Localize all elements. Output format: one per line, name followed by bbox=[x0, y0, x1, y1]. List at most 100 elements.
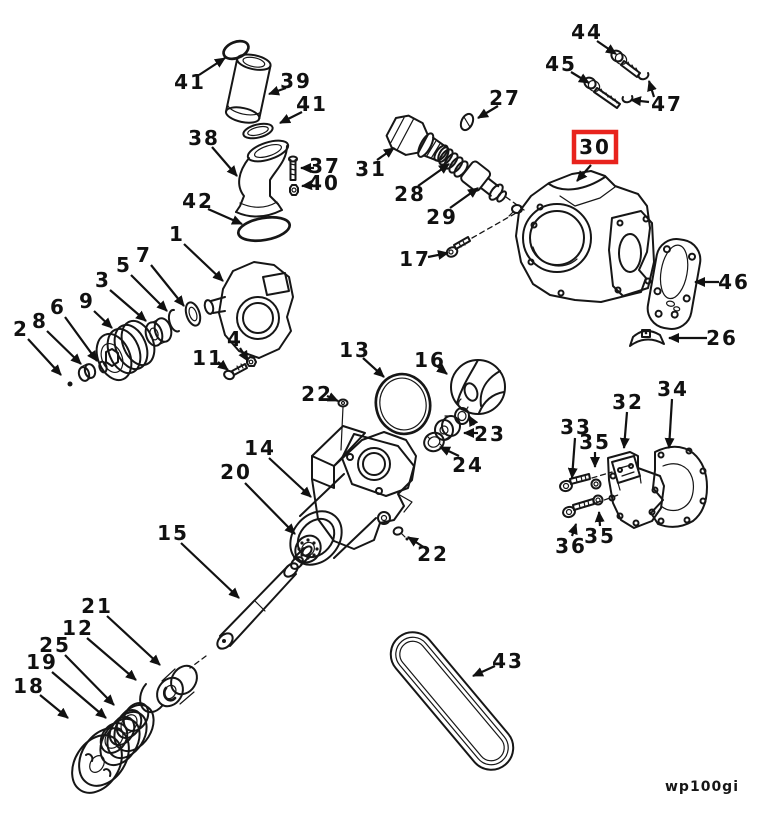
part-22-bolt-left-drawing bbox=[337, 398, 349, 451]
callout-arrow-29 bbox=[449, 187, 479, 209]
part-29-plunger-drawing bbox=[460, 160, 525, 211]
callout-label-22-20[interactable]: 22 bbox=[301, 382, 333, 406]
callout-label-35-35[interactable]: 35 bbox=[584, 524, 616, 548]
callout-label-34-33[interactable]: 34 bbox=[657, 377, 689, 401]
callout-label-30-29[interactable]: 30 bbox=[579, 135, 611, 159]
part-32-cover-plate-drawing bbox=[607, 451, 665, 529]
part-4-nut-drawing bbox=[246, 356, 257, 367]
callout-arrow-28 bbox=[417, 163, 450, 187]
callout-arrow-25 bbox=[64, 654, 115, 706]
callout-label-3-2[interactable]: 3 bbox=[95, 268, 111, 292]
part-43-belt-drawing bbox=[389, 631, 515, 771]
callout-arrow-45 bbox=[570, 71, 590, 84]
callout-arrow-39 bbox=[268, 85, 287, 96]
callout-arrow-17 bbox=[427, 250, 449, 260]
callout-label-37-37[interactable]: 37 bbox=[309, 154, 341, 178]
callout-label-22-21[interactable]: 22 bbox=[417, 542, 449, 566]
callout-label-27-26[interactable]: 27 bbox=[489, 86, 521, 110]
callout-label-41-42[interactable]: 41 bbox=[296, 92, 328, 116]
callout-label-36-36[interactable]: 36 bbox=[555, 534, 587, 558]
callout-arrow-3 bbox=[109, 289, 147, 322]
callout-label-18-16[interactable]: 18 bbox=[13, 674, 45, 698]
callout-label-5-4[interactable]: 5 bbox=[116, 253, 132, 277]
callout-label-25-24[interactable]: 25 bbox=[39, 633, 71, 657]
part-13-oring-drawing bbox=[374, 372, 432, 436]
part-35-washers-drawing bbox=[590, 478, 604, 506]
callout-label-28-27[interactable]: 28 bbox=[394, 182, 426, 206]
callout-arrow-32 bbox=[619, 411, 630, 449]
callout-label-2-1[interactable]: 2 bbox=[13, 317, 29, 341]
callout-label-8-7[interactable]: 8 bbox=[32, 309, 48, 333]
callout-arrow-22 bbox=[407, 536, 426, 549]
callout-label-14-12[interactable]: 14 bbox=[244, 436, 276, 460]
callout-arrow-8 bbox=[46, 330, 82, 365]
callout-label-33-32[interactable]: 33 bbox=[560, 415, 592, 439]
part-27-washer-drawing bbox=[459, 112, 475, 132]
part-37-stud-drawing bbox=[288, 155, 298, 181]
part-22-bolt-right-drawing bbox=[392, 526, 409, 541]
callout-label-39-39[interactable]: 39 bbox=[280, 69, 312, 93]
part-46-gasket-drawing bbox=[646, 238, 702, 330]
callout-arrow-13 bbox=[362, 357, 385, 378]
callout-arrow-44 bbox=[596, 40, 617, 55]
callout-label-23-22[interactable]: 23 bbox=[474, 422, 506, 446]
part-5-snap-ring-drawing bbox=[167, 308, 180, 333]
callout-arrow-47 bbox=[647, 80, 657, 98]
callout-arrow-15 bbox=[180, 542, 240, 599]
callout-label-32-31[interactable]: 32 bbox=[612, 390, 644, 414]
callout-label-31-30[interactable]: 31 bbox=[355, 157, 387, 181]
callout-label-1-0[interactable]: 1 bbox=[169, 222, 185, 246]
part-41-oring-top-drawing bbox=[222, 39, 250, 61]
part-14-pump-body-drawing bbox=[289, 425, 417, 566]
watermark-text: wp100gi bbox=[665, 779, 739, 795]
part-47-clips-drawing bbox=[621, 72, 650, 104]
part-30-housing-drawing bbox=[508, 170, 655, 303]
callout-arrow-1 bbox=[183, 243, 224, 282]
callout-arrow-23 bbox=[468, 415, 479, 428]
callout-label-26-25[interactable]: 26 bbox=[706, 326, 738, 350]
callout-arrow-21 bbox=[106, 615, 161, 666]
callout-label-19-17[interactable]: 19 bbox=[26, 650, 58, 674]
callout-arrow-47 bbox=[630, 96, 650, 107]
part-1-bracket-drawing bbox=[203, 261, 294, 359]
callout-label-46-47[interactable]: 46 bbox=[718, 270, 750, 294]
callout-label-13-11[interactable]: 13 bbox=[339, 338, 371, 362]
callout-label-47-48[interactable]: 47 bbox=[651, 92, 683, 116]
callout-label-38-38[interactable]: 38 bbox=[188, 126, 220, 150]
highlight-box-part-30 bbox=[571, 129, 619, 165]
callout-label-11-9[interactable]: 11 bbox=[192, 346, 224, 370]
callout-label-29-28[interactable]: 29 bbox=[426, 205, 458, 229]
callout-arrow-40 bbox=[301, 180, 314, 191]
callout-label-40-40[interactable]: 40 bbox=[308, 171, 340, 195]
callout-arrow-31 bbox=[376, 147, 395, 161]
callout-label-20-18[interactable]: 20 bbox=[220, 460, 252, 484]
part-45-bolt-drawing bbox=[583, 76, 621, 109]
callout-label-17-15[interactable]: 17 bbox=[399, 247, 431, 271]
drawing-layer bbox=[67, 39, 708, 794]
callout-label-44-45[interactable]: 44 bbox=[571, 20, 603, 44]
callout-label-41-41[interactable]: 41 bbox=[174, 70, 206, 94]
callout-label-24-23[interactable]: 24 bbox=[452, 453, 484, 477]
callout-arrow-18 bbox=[39, 694, 69, 719]
callout-label-43-44[interactable]: 43 bbox=[492, 649, 524, 673]
callout-label-42-43[interactable]: 42 bbox=[182, 189, 214, 213]
callout-label-35-34[interactable]: 35 bbox=[579, 430, 611, 454]
callout-label-15-13[interactable]: 15 bbox=[157, 521, 189, 545]
callout-label-6-5[interactable]: 6 bbox=[50, 295, 66, 319]
part-18-pulley-drawing bbox=[71, 703, 155, 794]
callout-label-45-46[interactable]: 45 bbox=[545, 52, 577, 76]
callout-label-12-10[interactable]: 12 bbox=[62, 616, 94, 640]
callout-label-4-3[interactable]: 4 bbox=[227, 327, 243, 351]
callout-arrow-42 bbox=[207, 207, 243, 226]
callout-arrow-12 bbox=[86, 637, 137, 681]
part-8-cap-drawing bbox=[77, 363, 97, 382]
part-26-clip-drawing bbox=[629, 329, 665, 347]
callout-label-7-6[interactable]: 7 bbox=[136, 243, 152, 267]
callout-arrow-41 bbox=[279, 111, 303, 124]
callout-label-21-19[interactable]: 21 bbox=[81, 594, 113, 618]
part-21-collar-drawing bbox=[156, 664, 198, 708]
callout-label-16-14[interactable]: 16 bbox=[414, 348, 446, 372]
callout-arrow-5 bbox=[130, 274, 168, 312]
callout-label-9-8[interactable]: 9 bbox=[79, 289, 95, 313]
callout-arrow-16 bbox=[436, 363, 448, 375]
